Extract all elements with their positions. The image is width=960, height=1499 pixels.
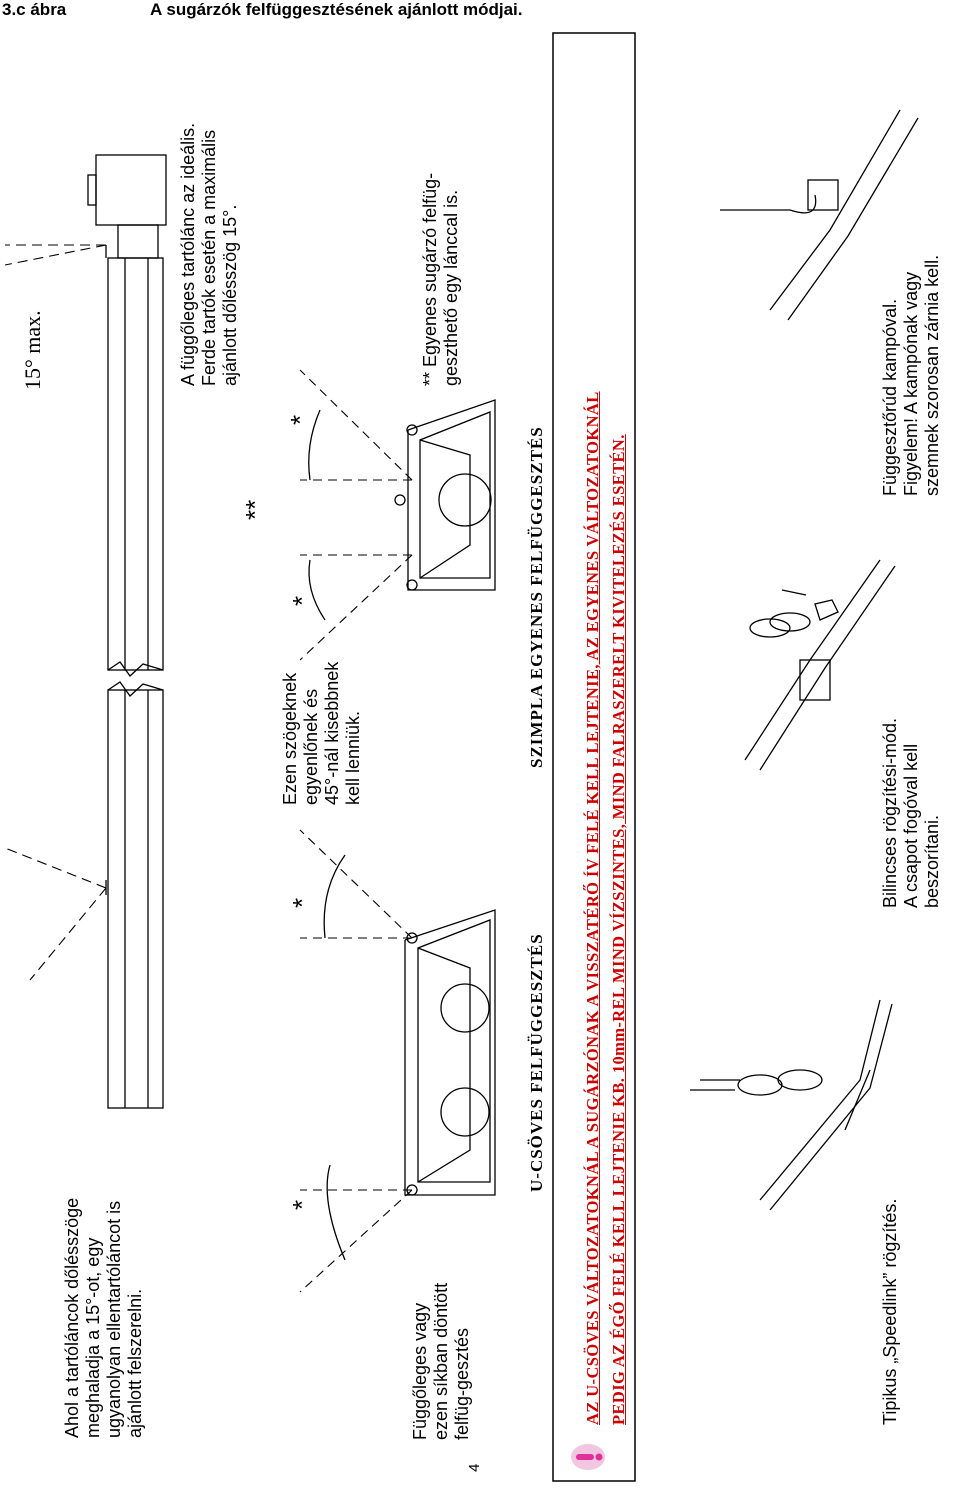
note-counter-chain: Ahol a tartóláncok dőlésszöge meghaladja… xyxy=(62,1197,145,1438)
label-speedlink: Tipikus „Speedlink” rögzítés. xyxy=(880,1198,900,1425)
figure-title: A sugárzók felfüggesztésének ajánlott mó… xyxy=(150,0,523,19)
clamp-fixing-drawing xyxy=(744,559,896,771)
straight-tube-cross-section xyxy=(394,399,496,591)
angle-limit-label: 15° max. xyxy=(20,310,45,390)
angle-mark: * xyxy=(287,1199,317,1210)
angle-mark: * xyxy=(287,897,317,908)
figure-number: 3.c ábra xyxy=(2,0,67,19)
note-vertical-suspension: Függőleges vagy ezen síkban döntött felf… xyxy=(410,1282,472,1440)
warning-text: AZ U-CSÖVES VÁLTOZATOKNÁL A SUGÁRZÓNAK A… xyxy=(583,391,628,1425)
angle-mark: * xyxy=(285,414,315,425)
label-clamp: Bilincses rögzítési-mód. A csapot fogóva… xyxy=(880,717,942,908)
note-equal-angles: Ezen szögeknek egyenlőnek és 45°-nál kis… xyxy=(280,661,363,805)
section-u-tube: U-CSÖVES FELFÜGGESZTÉS xyxy=(527,933,546,1192)
page-number: 4 xyxy=(466,1463,483,1472)
double-angle-mark: ** xyxy=(240,499,270,520)
hook-fixing-drawing xyxy=(720,109,919,321)
angle-mark: * xyxy=(287,595,317,606)
note-vertical-chain: A függőleges tartólánc az ideális. Ferde… xyxy=(178,122,240,386)
speedlink-fixing-drawing xyxy=(690,999,893,1211)
radiant-tube-drawing xyxy=(87,154,167,1109)
label-hook: Függesztőrúd kampóval. Figyelem! A kampó… xyxy=(880,254,942,496)
section-straight: SZIMPLA EGYENES FELFÜGGESZTÉS xyxy=(527,426,546,768)
u-tube-cross-section xyxy=(404,909,496,1196)
note-straight-single-chain: ** Egyenes sugárzó felfüg- geszthető egy… xyxy=(420,172,461,386)
warning-icon xyxy=(568,1440,608,1474)
